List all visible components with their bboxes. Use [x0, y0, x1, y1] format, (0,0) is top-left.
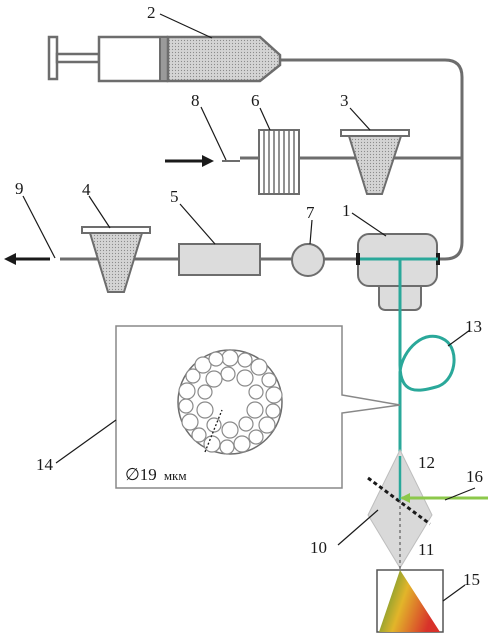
- label-9: 9: [15, 179, 24, 198]
- core-diameter-marker: [204, 409, 223, 453]
- label-8: 8: [191, 91, 200, 110]
- syringe-liquid: [166, 35, 282, 83]
- callout-numbers: 2 3 8 6 1 4 5 7 9 13 14 12 16 10 11 15: [15, 3, 483, 589]
- optical-fiber: [360, 257, 456, 456]
- label-15: 15: [463, 570, 480, 589]
- beamsplitter-cube: [367, 448, 433, 570]
- label-10: 10: [310, 538, 327, 557]
- leader-lines: [22, 13, 476, 602]
- funnel-3: [340, 129, 410, 195]
- fiber-holder-1: [356, 233, 440, 311]
- fiber-cross-section: [177, 349, 283, 455]
- core-diameter-label: ∅19 мкм: [125, 465, 187, 484]
- label-5: 5: [170, 187, 179, 206]
- inset-panel-14: ∅19 мкм: [115, 325, 401, 489]
- funnel-4: [81, 226, 151, 293]
- label-16: 16: [466, 467, 483, 486]
- syringe-barrel: [97, 35, 169, 83]
- label-2: 2: [147, 3, 156, 22]
- syringe: [47, 35, 282, 83]
- label-12: 12: [418, 453, 435, 472]
- label-7: 7: [306, 203, 315, 222]
- laser-arrowhead: [400, 493, 410, 503]
- flow-arrows: [4, 155, 240, 265]
- plunger-rod: [55, 52, 101, 64]
- label-6: 6: [251, 91, 260, 110]
- spectrum-display: [376, 569, 444, 633]
- pump-7: [291, 243, 325, 277]
- label-4: 4: [82, 180, 91, 199]
- filter-stack: [258, 129, 300, 195]
- label-11: 11: [418, 540, 434, 559]
- module-5: [178, 243, 261, 276]
- label-14: 14: [36, 455, 54, 474]
- label-3: 3: [340, 91, 349, 110]
- label-1: 1: [342, 201, 351, 220]
- label-13: 13: [465, 317, 482, 336]
